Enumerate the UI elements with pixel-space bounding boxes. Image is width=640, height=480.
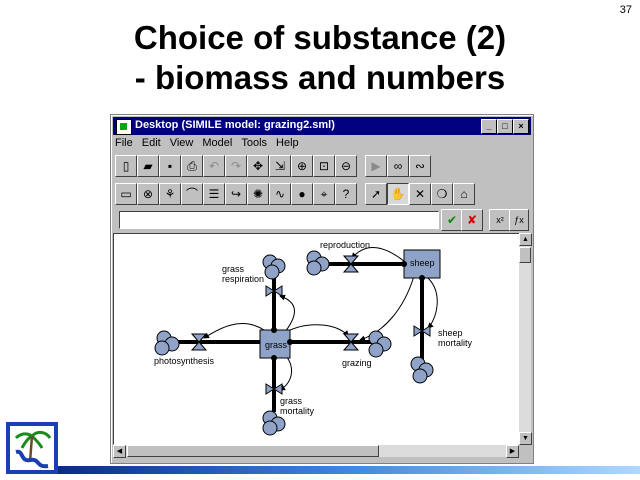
label-grass-mortality-2: mortality xyxy=(280,406,315,416)
maximize-button[interactable]: □ xyxy=(497,119,513,134)
valve-grazing xyxy=(342,333,360,351)
menu-view[interactable]: View xyxy=(169,137,194,149)
slide-title-line2: - biomass and numbers xyxy=(134,59,506,96)
sink-cloud-respiration xyxy=(262,254,286,280)
accept-icon[interactable]: ✔ xyxy=(441,209,463,231)
label-photosynthesis: photosynthesis xyxy=(154,356,215,366)
logo xyxy=(6,422,58,474)
vertical-scroll-thumb[interactable] xyxy=(519,247,531,263)
influence-tool-icon[interactable]: ⌒ xyxy=(181,183,203,205)
label-grass-respiration-2: respiration xyxy=(222,274,264,284)
function-x2-icon[interactable]: x² xyxy=(489,209,511,231)
valve-grass-mortality xyxy=(265,383,283,395)
resize-icon[interactable]: ⇲ xyxy=(269,155,291,177)
valve-sheep-mortality xyxy=(413,325,431,337)
function-fx-icon[interactable]: ƒx xyxy=(509,209,529,231)
menu-help[interactable]: Help xyxy=(276,137,299,149)
fit-icon[interactable]: ⊡ xyxy=(313,155,335,177)
scroll-down-icon[interactable]: ▼ xyxy=(519,432,532,445)
window-titlebar[interactable]: Desktop (SIMILE model: grazing2.sml) _ □… xyxy=(113,117,531,135)
source-cloud-reproduction xyxy=(306,250,330,276)
slide-title-line1: Choice of substance (2) xyxy=(133,19,507,56)
binoculars-back-icon[interactable]: ∾ xyxy=(409,155,431,177)
sink-cloud-mortality xyxy=(262,410,286,436)
move-icon[interactable]: ✥ xyxy=(247,155,269,177)
label-sheep-mortality-2: mortality xyxy=(438,338,473,348)
save-disk-icon[interactable]: ▪ xyxy=(159,155,181,177)
label-grazing: grazing xyxy=(342,358,372,368)
menu-bar: File Edit View Model Tools Help xyxy=(115,137,308,153)
comment-tool-icon[interactable]: ❍ xyxy=(431,183,453,205)
label-sheep-mortality-1: sheep xyxy=(438,328,463,338)
print-icon[interactable]: ⎙ xyxy=(181,155,203,177)
wave-tool-icon[interactable]: ∿ xyxy=(269,183,291,205)
sphere-tool-icon[interactable]: ● xyxy=(291,183,313,205)
delete-tool-icon[interactable]: ✕ xyxy=(409,183,431,205)
menu-edit[interactable]: Edit xyxy=(141,137,161,149)
vertical-scrollbar[interactable]: ▲ ▼ xyxy=(519,233,532,445)
compartment-tool-icon[interactable]: ▭ xyxy=(115,183,137,205)
simile-app-icon xyxy=(116,119,132,135)
source-cloud-photosynthesis xyxy=(154,330,180,356)
close-button[interactable]: × xyxy=(513,119,529,134)
horizontal-scroll-thumb[interactable] xyxy=(127,445,379,457)
simile-window: Desktop (SIMILE model: grazing2.sml) _ □… xyxy=(110,114,534,464)
event-tool-icon[interactable]: ✺ xyxy=(247,183,269,205)
scroll-right-icon[interactable]: ▶ xyxy=(506,445,519,458)
cancel-icon[interactable]: ✘ xyxy=(461,209,483,231)
model-diagram: grass sheep photosynthesis grass respira… xyxy=(154,240,473,436)
window-title: Desktop (SIMILE model: grazing2.sml) xyxy=(135,119,335,131)
footer-bar xyxy=(58,466,640,474)
ghost-tool-icon[interactable]: ⌂ xyxy=(453,183,475,205)
pin-tool-icon[interactable]: ⌖ xyxy=(313,183,335,205)
zoom-out-icon[interactable]: ⊖ xyxy=(335,155,357,177)
variable-tool-icon[interactable]: ⚘ xyxy=(159,183,181,205)
menu-tools[interactable]: Tools xyxy=(241,137,268,149)
zoom-in-icon[interactable]: ⊕ xyxy=(291,155,313,177)
run-icon[interactable]: ▶ xyxy=(365,155,387,177)
slide-number: 37 xyxy=(619,4,632,16)
role-arrow-tool-icon[interactable]: ↪ xyxy=(225,183,247,205)
equation-input[interactable] xyxy=(119,211,439,229)
open-folder-icon[interactable]: ▰ xyxy=(137,155,159,177)
menu-model[interactable]: Model xyxy=(202,137,233,149)
label-grass-mortality-1: grass xyxy=(280,396,303,406)
label-grass: grass xyxy=(265,340,288,350)
label-sheep: sheep xyxy=(410,258,435,268)
new-file-icon[interactable]: ▯ xyxy=(115,155,137,177)
menu-file[interactable]: File xyxy=(115,137,133,149)
valve-reproduction xyxy=(342,255,360,273)
valve-photosynthesis xyxy=(190,333,208,351)
scroll-up-icon[interactable]: ▲ xyxy=(519,233,532,246)
horizontal-scrollbar[interactable]: ◀ ▶ xyxy=(113,445,519,458)
label-reproduction: reproduction xyxy=(320,240,370,250)
hand-tool-icon[interactable]: ✋ xyxy=(387,183,409,205)
model-diagram-canvas[interactable]: grass sheep photosynthesis grass respira… xyxy=(113,233,521,445)
pointer-tool-icon[interactable]: ➚ xyxy=(365,183,387,205)
label-grass-respiration-1: grass xyxy=(222,264,245,274)
valve-grass-respiration xyxy=(265,285,283,297)
scroll-left-icon[interactable]: ◀ xyxy=(113,445,126,458)
sink-cloud-grazing xyxy=(368,330,392,358)
sink-cloud-sheep-mortality xyxy=(410,356,434,384)
submodel-tool-icon[interactable]: ☰ xyxy=(203,183,225,205)
flow-tool-icon[interactable]: ⊗ xyxy=(137,183,159,205)
undo-icon[interactable]: ↶ xyxy=(203,155,225,177)
stock-sheep xyxy=(403,249,441,279)
binoculars-icon[interactable]: ∞ xyxy=(387,155,409,177)
redo-icon[interactable]: ↷ xyxy=(225,155,247,177)
help-icon[interactable]: ? xyxy=(335,183,357,205)
minimize-button[interactable]: _ xyxy=(481,119,497,134)
